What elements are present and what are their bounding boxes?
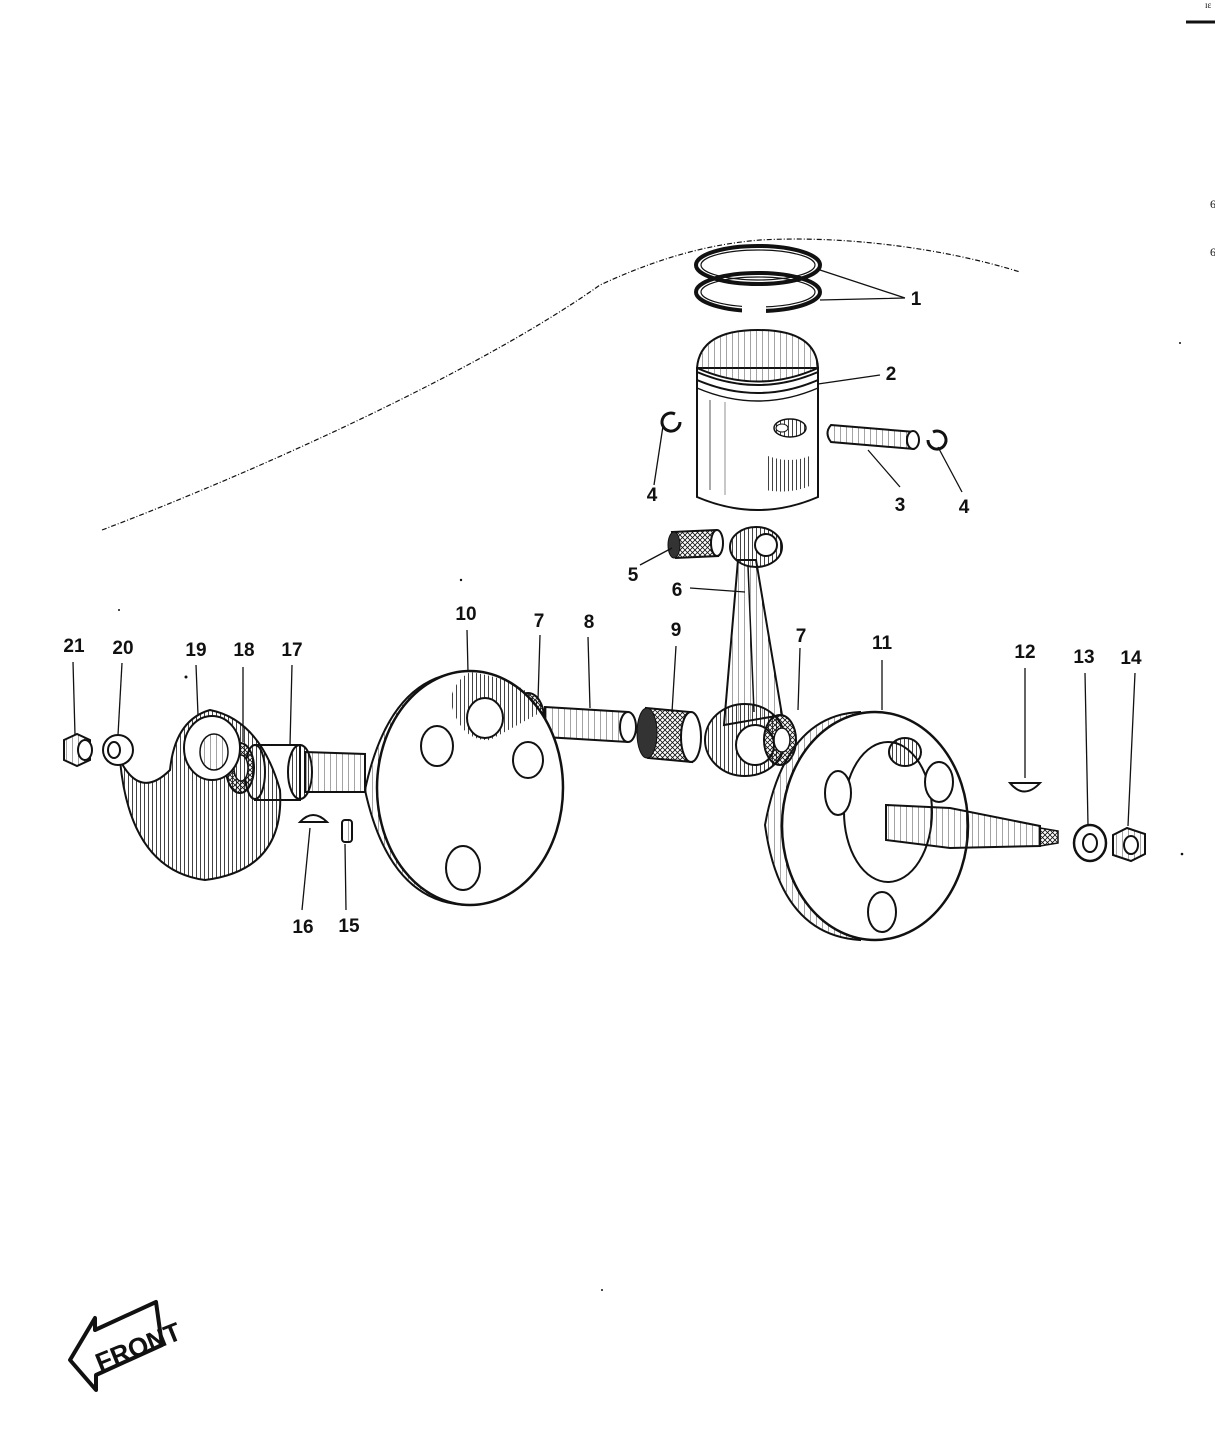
woodruff-key-right bbox=[1007, 782, 1043, 793]
callout-1: 1 bbox=[911, 289, 922, 310]
callout-16: 16 bbox=[292, 917, 313, 938]
rotary-valve-disc bbox=[119, 708, 282, 882]
callout-3: 3 bbox=[895, 495, 906, 516]
left-flywheel bbox=[363, 669, 565, 907]
cylinder-outline bbox=[101, 238, 1021, 531]
pin bbox=[341, 819, 353, 843]
leader-lines bbox=[72, 269, 1136, 911]
callout-10: 10 bbox=[455, 604, 476, 625]
callout-8: 8 bbox=[584, 612, 595, 633]
right-crank-shaft bbox=[885, 803, 1059, 850]
woodruff-key-left bbox=[297, 814, 330, 823]
left-crank-shaft bbox=[304, 750, 366, 793]
callout-11: 11 bbox=[872, 633, 893, 654]
washer-left bbox=[102, 734, 134, 766]
callout-20: 20 bbox=[112, 638, 133, 659]
callout-18: 18 bbox=[233, 640, 254, 661]
page-corner-marks: ɪɛ 6 6 bbox=[1186, 0, 1215, 259]
washer-right bbox=[1072, 823, 1108, 863]
callout-5: 5 bbox=[628, 565, 639, 586]
callout-9: 9 bbox=[671, 620, 682, 641]
callout-19: 19 bbox=[185, 640, 206, 661]
svg-text:6: 6 bbox=[1210, 197, 1215, 211]
crank-pin bbox=[544, 705, 637, 744]
nut-right bbox=[1112, 826, 1146, 863]
piston bbox=[695, 328, 820, 511]
callout-4a: 4 bbox=[647, 485, 658, 506]
callout-4b: 4 bbox=[959, 497, 970, 518]
small-end-bearing bbox=[667, 528, 724, 560]
callout-17: 17 bbox=[281, 640, 302, 661]
callout-21: 21 bbox=[63, 636, 85, 657]
callout-labels: 1 2 3 4 4 5 6 7 7 8 9 10 11 12 13 14 15 … bbox=[63, 289, 1142, 938]
print-specks bbox=[118, 342, 1184, 1291]
callout-14: 14 bbox=[1120, 648, 1142, 669]
nut-left bbox=[63, 732, 93, 768]
callout-12: 12 bbox=[1014, 642, 1035, 663]
front-direction-arrow: FRONT bbox=[68, 1300, 185, 1392]
piston-pin bbox=[826, 423, 920, 451]
callout-2: 2 bbox=[886, 364, 897, 385]
callout-15: 15 bbox=[338, 916, 360, 937]
piston-rings bbox=[694, 244, 822, 314]
callout-13: 13 bbox=[1073, 647, 1094, 668]
callout-7b: 7 bbox=[796, 626, 807, 647]
svg-text:6: 6 bbox=[1210, 245, 1215, 259]
big-end-bearing bbox=[636, 706, 702, 764]
callout-7a: 7 bbox=[534, 611, 545, 632]
callout-6: 6 bbox=[672, 580, 683, 601]
svg-text:ɪɛ: ɪɛ bbox=[1205, 0, 1212, 10]
